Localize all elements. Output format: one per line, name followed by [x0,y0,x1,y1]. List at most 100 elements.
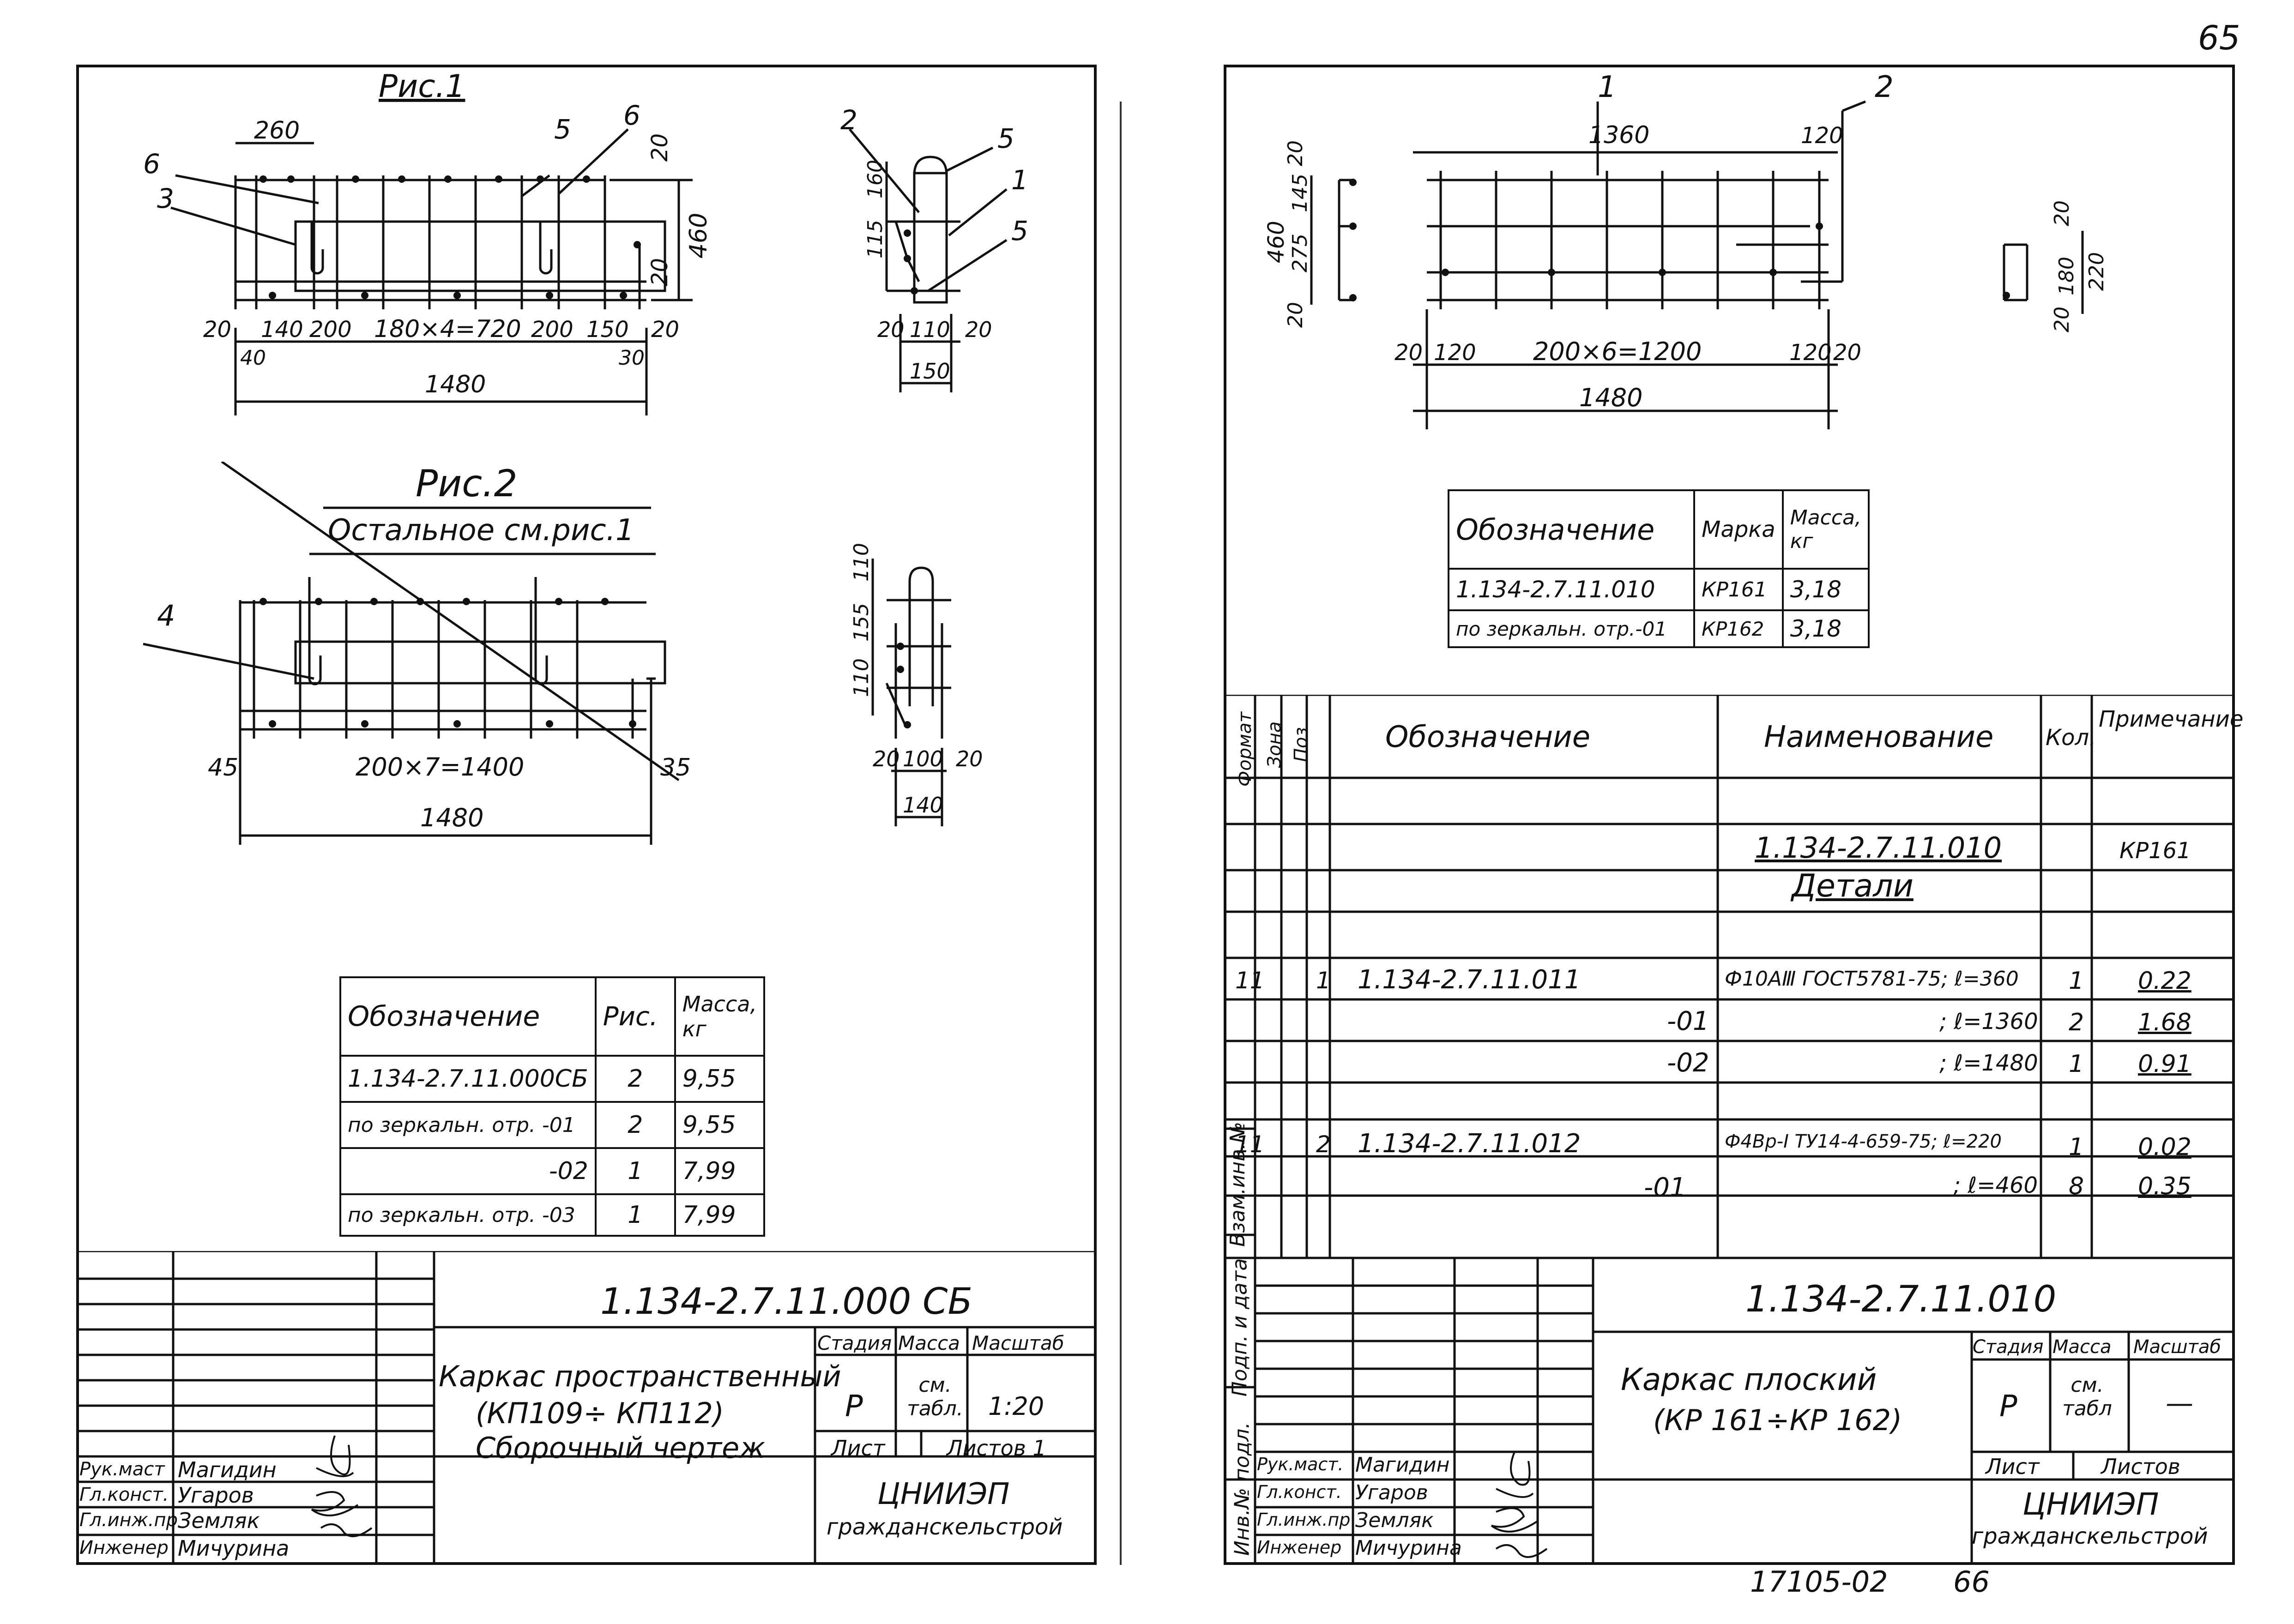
fig2-callout-4: 4 [157,599,175,632]
dim-20-mid: 20 [647,258,673,286]
dim-200-b: 200 [531,317,574,343]
right-name-1: Магидин [1355,1453,1450,1477]
spec-table-grid [1224,695,2235,1565]
spec-row2-name: ; ℓ=1360 [1939,1009,2038,1035]
left-sheet [76,65,1097,1565]
cell: по зеркальн. отр.-01 [1448,609,1695,648]
dim-30: 30 [619,346,645,370]
sec2-dim-110a: 110 [850,543,873,582]
table-row: по зеркальн. отр.-01 КР162 3,18 [1448,609,1870,648]
spec-row5-name: ; ℓ=460 [1953,1173,2038,1198]
cell: по зеркальн. отр. -01 [339,1101,597,1149]
sec2-dim-100: 100 [903,746,943,771]
dim-1480: 1480 [425,371,486,398]
right-dim-1480: 1480 [1579,383,1642,412]
spec-header-zone: Зона [1264,721,1286,768]
sec1-dim-115: 115 [863,220,887,259]
cell: 1 [594,1147,676,1195]
col-header-designation: Обозначение [339,976,597,1057]
right-scale-label: Масштаб [2133,1336,2222,1358]
side-label-signature-date: Подп. и дата [1228,1258,1252,1397]
left-sheet-label: Лист [831,1436,885,1461]
spec-row5-qty: 8 [2069,1173,2084,1200]
spec-row5-designation: -01 [1644,1173,1686,1203]
dim-460: 460 [685,213,712,259]
dim-200-a: 200 [309,317,352,343]
cell: -02 [339,1147,597,1195]
col-header-fig: Рис. [594,976,676,1057]
lsec-dim-20a: 20 [1284,140,1307,166]
left-title-line2: (КП109÷ КП112) [476,1396,724,1430]
archive-code: 17105-02 [1750,1565,1888,1599]
signature-icon [1491,1451,1548,1558]
section1-drawing: 2 5 1 5 160 115 20 110 20 150 [840,106,1028,392]
dim-20-right: 20 [651,317,679,343]
left-doc-code: 1.134-2.7.11.000 СБ [600,1281,972,1323]
sec1-dim-150: 150 [910,359,950,384]
cell: по зеркальн. отр. -03 [339,1193,597,1237]
left-role-3: Гл.инж.пр [79,1510,178,1531]
left-scale-value: 1:20 [988,1392,1044,1421]
dim-40: 40 [240,346,266,370]
spec-row4-format: 11 [1235,1131,1265,1158]
right-title-line2: (КР 161÷КР 162) [1653,1403,1902,1437]
callout-3: 3 [157,183,174,214]
right-dim-120b: 120 [1434,340,1476,366]
spec-row3-qty: 1 [2069,1050,2084,1078]
right-dim-20a: 20 [1395,340,1423,366]
right-dim-200x6: 200×6=1200 [1533,337,1702,366]
left-stage-value: Р [845,1389,863,1424]
callout-6b: 6 [623,100,640,131]
right-name-2: Угаров [1355,1481,1428,1504]
left-title-line1: Каркас пространственный [439,1359,841,1393]
spec-row4-qty: 1 [2069,1133,2084,1161]
spec-row4-pos: 2 [1316,1131,1331,1158]
center-fold-line [1120,102,1122,1565]
spec-note-kr: КР161 [2119,838,2191,864]
right-mass-table: Обозначение Марка Масса, кг 1.134-2.7.11… [1448,489,1870,648]
right-sheets-label: Листов [2101,1454,2180,1479]
spec-row2-designation: -01 [1667,1006,1709,1036]
right-dim-120a: 120 [1801,123,1843,149]
spec-row1-pos: 1 [1316,967,1331,994]
sec1-dim-20a: 20 [877,317,905,342]
fig2-dim-35: 35 [660,754,691,782]
col-header-mass: Масса, кг [1781,489,1870,570]
spec-header-qty: Кол. [2046,725,2096,751]
cell: 3,18 [1781,609,1870,648]
table-row: по зеркальн. отр. -03 1 7,99 [339,1193,766,1237]
left-mass-value: см. табл. [907,1373,963,1420]
right-role-2: Гл.конст. [1257,1482,1342,1502]
left-org-line2: гражданскельстрой [827,1514,1063,1540]
spec-row4-name: Ф4Вр-Ⅰ ТУ14-4-659-75; ℓ=220 [1725,1131,2002,1152]
dim-180x4: 180×4=720 [374,315,521,343]
sec1-callout-5a: 5 [997,123,1014,154]
fig1-drawing: Рис.1 260 20 460 20 20 140 200 180×4=720… [143,69,712,415]
right-role-1: Рук.маст. [1257,1454,1344,1474]
left-name-1: Магидин [178,1457,277,1482]
fig2-dim-200x7: 200×7=1400 [356,752,524,782]
right-dim-20b: 20 [1833,340,1861,366]
side-label-inventory: Инв.№ подл. [1230,1422,1254,1556]
rsec-dim-220: 220 [2085,252,2108,291]
cell: 1 [594,1193,676,1237]
right-stage-value: Р [1999,1389,2017,1424]
sec1-callout-1: 1 [1011,164,1028,196]
right-mass-label: Масса [2053,1336,2112,1358]
spec-row3-note: 0.91 [2138,1050,2191,1078]
dim-20-left: 20 [203,317,231,343]
col-header-mass: Масса, кг [674,976,766,1057]
spec-header-name: Наименование [1764,720,1994,754]
sec2-dim-20b: 20 [956,746,983,771]
bottom-page-number: 66 [1953,1565,1990,1599]
left-org-line1: ЦНИИЭП [877,1477,1010,1511]
left-stage-label: Стадия [817,1332,892,1354]
lsec-dim-460: 460 [1263,221,1289,263]
cell: КР162 [1693,609,1784,648]
left-role-1: Рук.маст [79,1459,165,1480]
rsec-dim-20a: 20 [2050,200,2074,226]
dim-150: 150 [586,317,629,343]
right-callout-1: 1 [1598,70,1617,104]
cell: 7,99 [674,1147,766,1195]
right-org-line2: гражданскельстрой [1972,1523,2208,1549]
